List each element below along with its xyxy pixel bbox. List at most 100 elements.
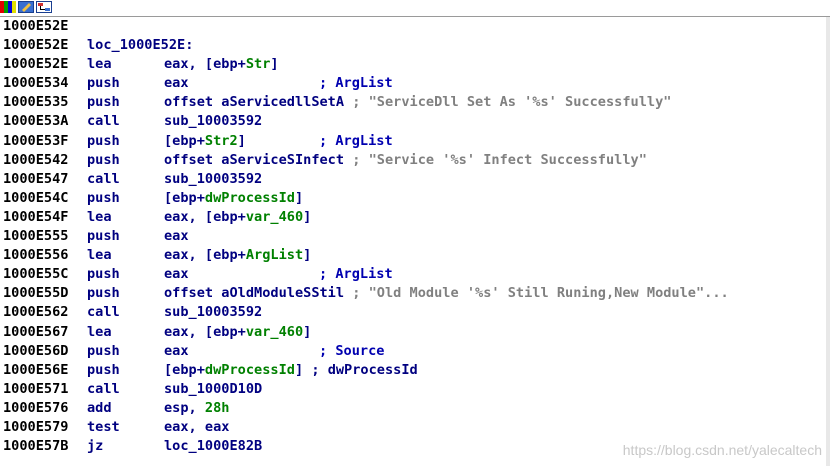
address: 1000E56E	[3, 361, 69, 378]
mnemonic: call	[87, 380, 120, 397]
mnemonic: jz	[87, 438, 104, 455]
operand-text: eax, [ebp+	[164, 247, 246, 264]
mnemonic: push	[87, 266, 120, 283]
address: 1000E53A	[3, 113, 69, 130]
vertical-scrollbar[interactable]	[826, 17, 830, 466]
graph-icon[interactable]	[36, 1, 52, 13]
operand-text: sub_1000D10D	[164, 380, 263, 397]
operand-text: sub_10003592	[164, 304, 263, 321]
mnemonic: push	[87, 132, 120, 149]
comment: ; ArgList	[319, 132, 393, 149]
mnemonic: push	[87, 228, 120, 245]
symbol: ArgList	[245, 247, 304, 264]
comment: ; ArgList	[319, 266, 393, 283]
address: 1000E56D	[3, 342, 69, 359]
mnemonic: call	[87, 113, 120, 130]
operand-text: ]	[303, 247, 312, 264]
comment: ; ArgList	[319, 75, 393, 92]
operands: eax	[164, 74, 189, 93]
mnemonic: call	[87, 304, 120, 321]
address: 1000E52E	[3, 56, 69, 73]
listing-line[interactable]: 1000E542 push offset aServiceSInfect ; "Se…	[3, 151, 823, 170]
listing-line[interactable]: 1000E52E lea eax, [ebp+Str]	[3, 55, 823, 74]
address: 1000E534	[3, 75, 69, 92]
operand-text: esp,	[164, 399, 205, 416]
operand-text: offset aServicedllSetA	[164, 94, 353, 111]
address: 1000E579	[3, 418, 69, 435]
mnemonic: test	[87, 418, 120, 435]
symbol: var_460	[245, 323, 304, 340]
operands: offset aOldModuleSStil ; "Old Module '%s…	[164, 284, 729, 303]
color-palette-icon[interactable]	[0, 1, 16, 13]
operands: eax, eax	[164, 418, 229, 437]
address: 1000E53F	[3, 132, 69, 149]
address: 1000E542	[3, 151, 69, 168]
address: 1000E547	[3, 170, 69, 187]
label: loc_1000E52E:	[87, 37, 194, 54]
operand-text: sub_10003592	[164, 113, 263, 130]
string-comment: ; "ServiceDll Set As '%s' Successfully"	[352, 94, 672, 111]
listing-line[interactable]: 1000E576 add esp, 28h	[3, 399, 823, 418]
operand-text: eax, eax	[164, 418, 230, 435]
operands: eax, [ebp+var_460]	[164, 323, 311, 342]
operands: esp, 28h	[164, 399, 229, 418]
mnemonic: add	[87, 399, 112, 416]
operand-text: offset aServiceSInfect	[164, 151, 353, 168]
operand-text: sub_10003592	[164, 170, 263, 187]
mnemonic: push	[87, 151, 120, 168]
operand-text: offset aOldModuleSStil	[164, 285, 353, 302]
address: 1000E571	[3, 380, 69, 397]
operand-text: ; dwProcessId	[303, 361, 418, 378]
listing-line[interactable]: 1000E52E loc_1000E52E:	[3, 36, 823, 55]
listing-line[interactable]: 1000E53A call sub_10003592	[3, 112, 823, 131]
edit-icon[interactable]	[18, 1, 34, 13]
operands: offset aServiceSInfect ; "Service '%s' I…	[164, 151, 647, 170]
listing-line[interactable]: 1000E579 test eax, eax	[3, 418, 823, 437]
operand-text: eax, [ebp+	[164, 323, 246, 340]
operand-text: eax	[164, 75, 189, 92]
address: 1000E55D	[3, 285, 69, 302]
address: 1000E52E	[3, 37, 69, 54]
operand-text: ]	[270, 56, 279, 73]
operand-text: ]	[294, 189, 304, 206]
symbol: Str	[245, 56, 271, 73]
listing-line[interactable]: 1000E571 call sub_1000D10D	[3, 380, 823, 399]
listing-line[interactable]: 1000E52E	[3, 17, 823, 36]
mnemonic: push	[87, 342, 120, 359]
mnemonic: lea	[87, 247, 112, 264]
mnemonic: push	[87, 285, 120, 302]
operand-text: [ebp+	[164, 189, 205, 206]
operand-text: eax, [ebp+	[164, 56, 246, 73]
operands: eax	[164, 227, 189, 246]
string-comment: ; "Service '%s' Infect Successfully"	[352, 151, 647, 168]
operands: eax, [ebp+Str]	[164, 55, 279, 74]
operand-text: [ebp+	[164, 361, 205, 378]
listing-line[interactable]: 1000E556 lea eax, [ebp+ArgList]	[3, 246, 823, 265]
mnemonic: lea	[87, 56, 112, 73]
operand-text: eax, [ebp+	[164, 208, 246, 225]
address: 1000E556	[3, 247, 69, 264]
address: 1000E576	[3, 399, 69, 416]
operand-text: loc_1000E82B	[164, 438, 263, 455]
symbol: dwProcessId	[204, 189, 295, 206]
operands: offset aServicedllSetA ; "ServiceDll Set…	[164, 93, 671, 112]
listing-line[interactable]: 1000E55D push offset aOldModuleSStil ; "Ol…	[3, 284, 823, 303]
address: 1000E54C	[3, 189, 69, 206]
operand-text: eax	[164, 266, 189, 283]
symbol: var_460	[245, 208, 304, 225]
